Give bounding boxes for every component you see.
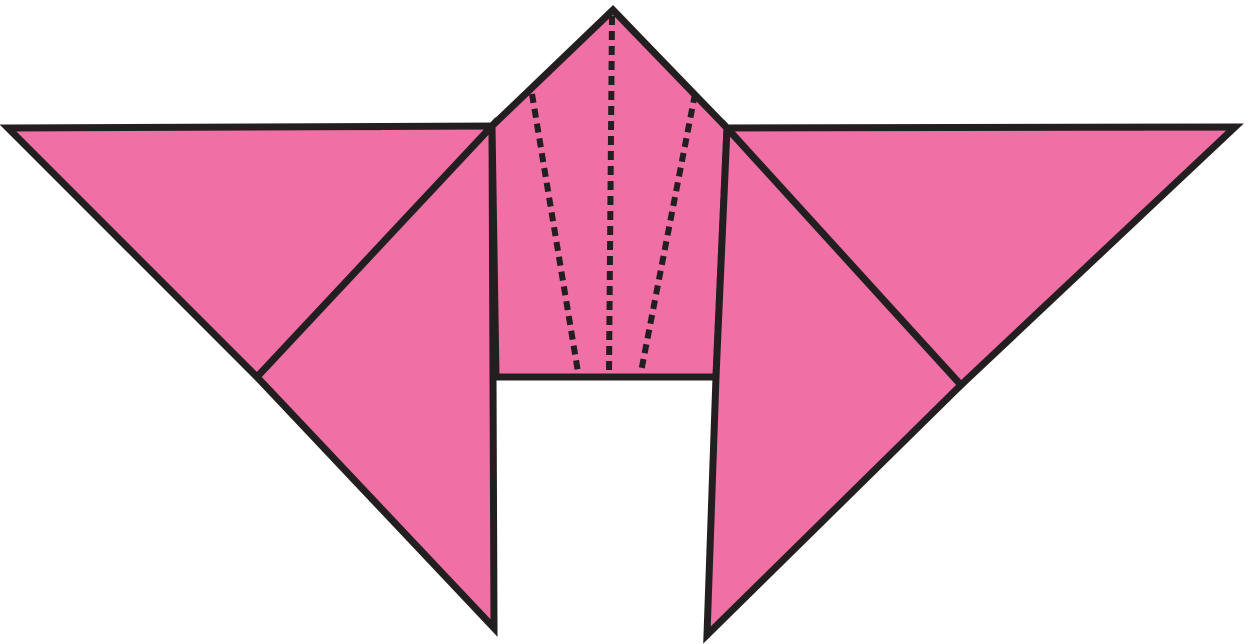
origami-diagram [0, 0, 1251, 644]
